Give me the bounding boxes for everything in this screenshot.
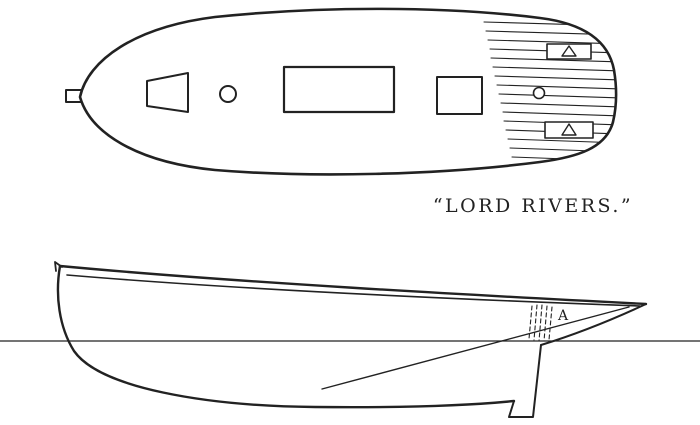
stern-fitting-upper [546,43,592,60]
stern-annotation-letter: A [557,308,569,324]
triangle-marker-icon [561,123,577,136]
sheer-strake-line [66,274,641,307]
stern-deck-ring [532,86,546,100]
profile-view: A [0,261,700,418]
rudder [508,344,542,418]
forward-deck-ring [219,85,237,103]
figure-caption: “LORD RIVERS.” [433,195,633,217]
sheer-line [58,264,648,306]
counter-line [540,303,647,346]
main-cabin-hatch [282,65,396,114]
triangle-marker-icon [561,45,577,57]
stern-patch-hatching [528,304,553,342]
plan-view [65,7,618,176]
aft-hatch [436,76,483,115]
stern-fitting-lower [544,121,594,139]
forward-hatch [146,72,189,113]
propeller-shaft-line [321,306,630,390]
stem-and-keel-line [56,264,516,409]
